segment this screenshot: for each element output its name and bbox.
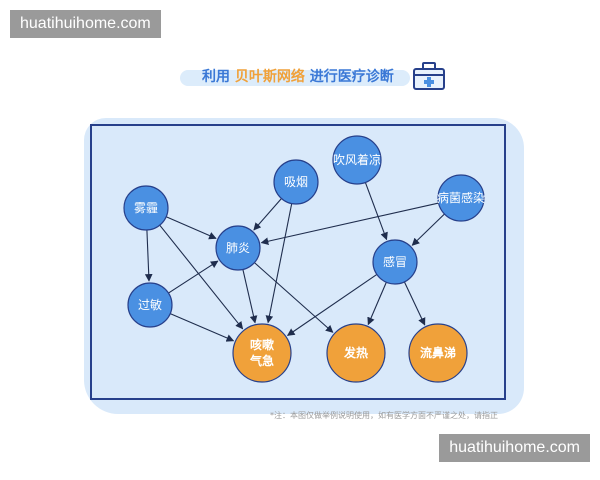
footnote: *注：本图仅做举例说明使用，如有医学方面不严谨之处，请指正 [270, 411, 498, 420]
node-label-wumai: 雾霾 [134, 201, 158, 215]
node-fare: 发热 [326, 323, 386, 383]
edge-wumai-guomin [144, 229, 153, 282]
node-label-xiyan: 吸烟 [284, 175, 308, 189]
node-label-chuifeng: 吹风着凉 [333, 152, 381, 167]
node-label-liubiti: 流鼻涕 [420, 345, 456, 360]
node-label-kesou: 咳嗽 [250, 337, 274, 352]
medical-kit-icon [413, 62, 445, 90]
edge-wumai-kesou [159, 224, 244, 330]
node-circle-fare [326, 323, 386, 383]
title-text: 利用 贝叶斯网络 进行医疗诊断 [202, 66, 394, 86]
edge-ganmao-fare [367, 282, 387, 326]
edge-xiyan-kesou [265, 203, 293, 324]
node-circle-guomin [127, 282, 173, 328]
node-circle-kesou [232, 323, 292, 383]
node-chuifeng: 吹风着凉 [332, 135, 382, 185]
node-circle-ganmao [372, 239, 418, 285]
node-circle-feiyan [215, 225, 261, 271]
node-bingjun: 病菌感染 [437, 174, 485, 222]
title-part-2: 贝叶斯网络 [234, 69, 305, 85]
node-label-feiyan: 肺炎 [226, 241, 250, 255]
node-label-guomin: 过敏 [138, 297, 162, 312]
edge-chuifeng-ganmao [364, 182, 388, 241]
edge-ganmao-liubiti [403, 281, 426, 326]
node-label-bingjun: 病菌感染 [437, 190, 485, 205]
edge-bingjun-feiyan [260, 202, 439, 245]
edge-xiyan-feiyan [253, 198, 282, 231]
title-part-1: 利用 [202, 69, 230, 85]
edge-guomin-feiyan [168, 260, 219, 294]
title-highlight [180, 70, 410, 86]
node-feiyan: 肺炎 [215, 225, 261, 271]
node-liubiti: 流鼻涕 [408, 323, 468, 383]
node-circle-xiyan [273, 159, 319, 205]
diagram-frame [90, 124, 506, 400]
node-circle-bingjun [437, 174, 485, 222]
title-part-3: 进行医疗诊断 [309, 69, 394, 85]
edge-feiyan-fare [254, 262, 334, 333]
edge-ganmao-kesou [286, 273, 378, 336]
watermark-top: huatihuihome.com [10, 10, 161, 38]
edge-wumai-feiyan [165, 216, 217, 240]
edge-guomin-kesou [170, 313, 235, 342]
node-wumai: 雾霾 [123, 185, 169, 231]
node-ganmao: 感冒 [372, 239, 418, 285]
watermark-bottom: huatihuihome.com [439, 434, 590, 462]
node-xiyan: 吸烟 [273, 159, 319, 205]
node-circle-wumai [123, 185, 169, 231]
node-circle-chuifeng [332, 135, 382, 185]
node-guomin: 过敏 [127, 282, 173, 328]
node-label-fare: 发热 [343, 345, 368, 360]
node-circle-liubiti [408, 323, 468, 383]
edge-feiyan-kesou [242, 269, 258, 324]
node-label-kesou: 气急 [249, 353, 274, 368]
node-label-ganmao: 感冒 [383, 254, 407, 269]
diagram-title: 利用 贝叶斯网络 进行医疗诊断 [180, 60, 460, 96]
edge-layer [144, 182, 445, 342]
edge-bingjun-ganmao [411, 213, 445, 246]
